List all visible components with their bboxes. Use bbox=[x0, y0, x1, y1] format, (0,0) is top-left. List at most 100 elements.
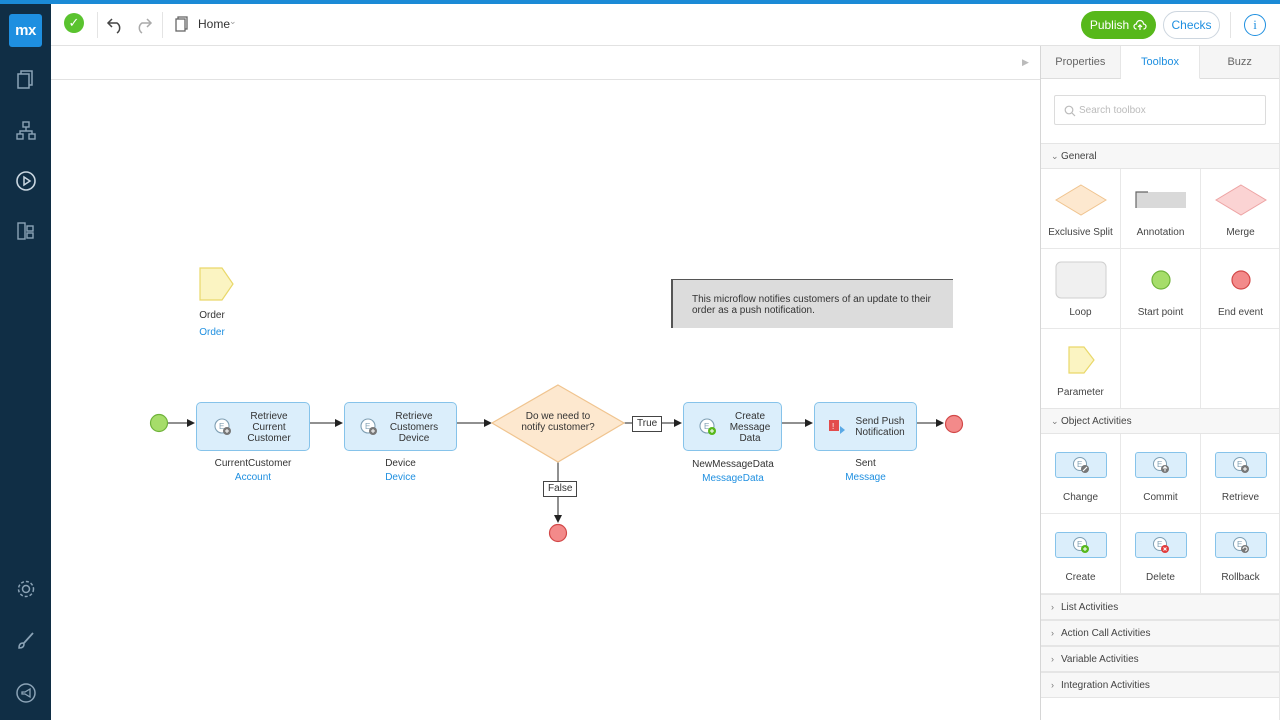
tool-change[interactable]: E Change bbox=[1041, 434, 1121, 514]
exclusive-split-icon bbox=[1054, 184, 1107, 216]
undo-icon[interactable] bbox=[105, 13, 127, 35]
parameter-type: Order bbox=[199, 327, 225, 338]
svg-text:E: E bbox=[704, 422, 709, 431]
annotation-icon bbox=[1134, 191, 1186, 208]
false-label: False bbox=[543, 481, 578, 497]
pages-icon[interactable] bbox=[13, 66, 39, 92]
decision-diamond[interactable] bbox=[490, 384, 626, 463]
create-object-icon: E bbox=[699, 418, 716, 435]
decision-question: Do we need to notify customer? bbox=[521, 411, 595, 433]
svg-text:E: E bbox=[1237, 540, 1242, 549]
activity-title: Create Message Data bbox=[729, 411, 771, 444]
top-toolbar: ✓ Home ⌄ Publish Checks i bbox=[51, 4, 1280, 46]
activity-create-message-data[interactable]: E Create Message Data bbox=[683, 402, 782, 451]
svg-text:E: E bbox=[1157, 460, 1162, 469]
chevron-right-icon: › bbox=[1051, 654, 1054, 664]
document-selector[interactable]: Home bbox=[198, 17, 231, 31]
end-event[interactable] bbox=[548, 523, 568, 543]
activity-variable: NewMessageData bbox=[692, 459, 774, 470]
section-action-call-activities[interactable]: ›Action Call Activities bbox=[1041, 620, 1280, 646]
section-integration-activities[interactable]: ›Integration Activities bbox=[1041, 672, 1280, 698]
activity-send-push-notification[interactable]: ! Send Push Notification bbox=[814, 402, 917, 451]
chevron-right-icon: › bbox=[1051, 628, 1054, 638]
publish-button[interactable]: Publish bbox=[1081, 11, 1156, 39]
info-icon[interactable]: i bbox=[1244, 14, 1266, 36]
merge-icon bbox=[1214, 184, 1267, 216]
tool-label: Exclusive Split bbox=[1048, 227, 1113, 238]
tool-label: Change bbox=[1062, 492, 1099, 503]
start-point-icon bbox=[1150, 270, 1171, 290]
tool-create[interactable]: E Create bbox=[1041, 514, 1121, 594]
tool-label: Delete bbox=[1146, 572, 1175, 583]
parameter-shape[interactable] bbox=[199, 267, 234, 301]
tool-start-point[interactable]: Start point bbox=[1121, 249, 1201, 329]
section-variable-activities[interactable]: ›Variable Activities bbox=[1041, 646, 1280, 672]
activity-retrieve-current-customer[interactable]: E Retrieve Current Customer bbox=[196, 402, 310, 451]
checks-button[interactable]: Checks bbox=[1163, 11, 1220, 39]
activity-title: Retrieve Customers Device bbox=[389, 411, 439, 444]
loop-icon bbox=[1055, 261, 1106, 299]
section-general[interactable]: ⌄General bbox=[1041, 143, 1280, 169]
annotation-box[interactable]: This microflow notifies customers of an … bbox=[671, 279, 953, 328]
activity-variable: CurrentCustomer bbox=[214, 458, 292, 469]
status-check-icon: ✓ bbox=[64, 13, 84, 33]
tool-label: Parameter bbox=[1057, 387, 1104, 398]
redo-icon[interactable] bbox=[132, 13, 154, 35]
svg-text:E: E bbox=[1077, 540, 1082, 549]
tool-annotation[interactable]: Annotation bbox=[1121, 169, 1201, 249]
sidebar: mx bbox=[0, 4, 51, 720]
object-activity-items: E Change E Commit E Retrieve E Create E … bbox=[1041, 434, 1280, 594]
general-items: Exclusive Split Annotation Merge Loop St… bbox=[1041, 169, 1280, 409]
tool-delete[interactable]: E Delete bbox=[1121, 514, 1201, 594]
tab-buzz[interactable]: Buzz bbox=[1200, 46, 1280, 79]
section-object-activities[interactable]: ⌄Object Activities bbox=[1041, 408, 1280, 434]
retrieve-object-icon: E bbox=[1214, 452, 1267, 478]
annotation-text: This microflow notifies customers of an … bbox=[692, 294, 931, 316]
tool-retrieve[interactable]: E Retrieve bbox=[1201, 434, 1280, 514]
mendix-logo[interactable]: mx bbox=[9, 14, 42, 47]
tool-loop[interactable]: Loop bbox=[1041, 249, 1121, 329]
end-event[interactable] bbox=[944, 414, 964, 434]
chevron-right-icon: › bbox=[1051, 680, 1054, 690]
activity-entity: Account bbox=[234, 472, 272, 483]
tool-commit[interactable]: E Commit bbox=[1121, 434, 1201, 514]
theme-brush-icon[interactable] bbox=[13, 628, 39, 654]
search-icon bbox=[1064, 105, 1076, 117]
start-event[interactable] bbox=[149, 413, 169, 433]
feedback-icon[interactable] bbox=[13, 680, 39, 706]
tool-exclusive-split[interactable]: Exclusive Split bbox=[1041, 169, 1121, 249]
svg-text:E: E bbox=[1237, 460, 1242, 469]
top-accent-bar bbox=[0, 0, 1280, 4]
tool-label: Retrieve bbox=[1221, 492, 1260, 503]
activity-retrieve-customers-device[interactable]: E Retrieve Customers Device bbox=[344, 402, 457, 451]
collapse-arrow-icon[interactable]: ▶ bbox=[1022, 57, 1029, 67]
tool-merge[interactable]: Merge bbox=[1201, 169, 1280, 249]
panel-tabs: Properties Toolbox Buzz bbox=[1041, 46, 1280, 79]
app-explorer-icon[interactable] bbox=[13, 218, 39, 244]
run-icon[interactable] bbox=[13, 168, 39, 194]
settings-icon[interactable] bbox=[13, 576, 39, 602]
tool-label: Merge bbox=[1226, 227, 1255, 238]
empty-cell bbox=[1121, 329, 1201, 409]
chevron-down-icon: ⌄ bbox=[1051, 151, 1059, 161]
tab-toolbox[interactable]: Toolbox bbox=[1120, 46, 1201, 79]
parameter-icon bbox=[1067, 346, 1095, 374]
tool-parameter[interactable]: Parameter bbox=[1041, 329, 1121, 409]
activity-entity: Message bbox=[845, 472, 886, 483]
search-input[interactable] bbox=[1079, 101, 1259, 119]
chevron-down-icon[interactable]: ⌄ bbox=[229, 16, 237, 26]
flow-lines bbox=[149, 267, 964, 543]
section-label: List Activities bbox=[1061, 602, 1119, 613]
microflow-canvas[interactable]: Order Order This microflow notifies cust… bbox=[51, 80, 1040, 720]
tool-rollback[interactable]: E Rollback bbox=[1201, 514, 1280, 594]
tab-properties[interactable]: Properties bbox=[1041, 46, 1121, 79]
tool-label: Annotation bbox=[1136, 227, 1185, 238]
toolbox-search bbox=[1054, 95, 1266, 125]
tool-end-event[interactable]: End event bbox=[1201, 249, 1280, 329]
change-object-icon: E bbox=[1054, 452, 1107, 478]
divider bbox=[97, 12, 98, 38]
svg-text:E: E bbox=[1157, 540, 1162, 549]
section-list-activities[interactable]: ›List Activities bbox=[1041, 594, 1280, 620]
domain-model-icon[interactable] bbox=[13, 118, 39, 144]
tool-label: Rollback bbox=[1221, 572, 1260, 583]
